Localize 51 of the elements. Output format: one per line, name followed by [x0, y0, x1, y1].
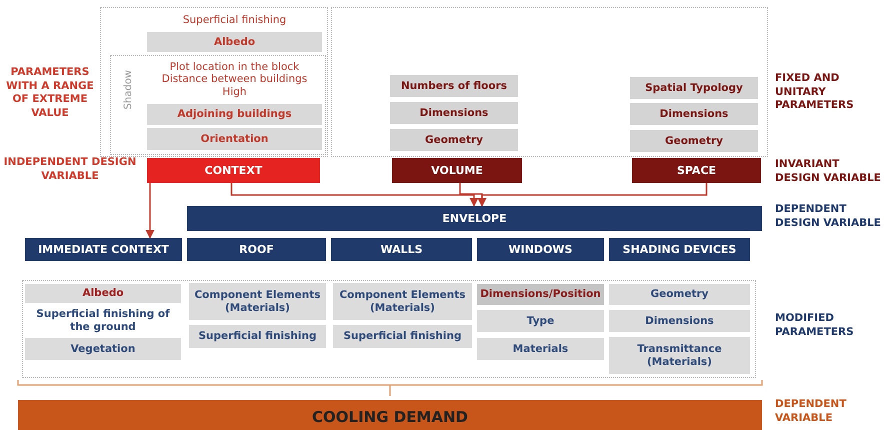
side-label: PARAMETERS WITH A RANGE OF EXTREME VALUE	[5, 66, 95, 121]
dotted-frame	[22, 280, 756, 378]
variable-bar: SPACE	[632, 158, 761, 183]
parameter-box: Component Elements (Materials)	[189, 283, 326, 320]
parameter-box: Spatial Typology	[630, 77, 758, 99]
arrow	[146, 183, 154, 239]
parameter-box: Transmittance (Materials)	[609, 337, 750, 374]
side-label: DEPENDENT VARIABLE	[775, 398, 848, 426]
variable-bar: VOLUME	[392, 158, 522, 183]
dotted-frame	[331, 7, 768, 157]
variable-bar: WINDOWS	[477, 238, 604, 261]
variable-bar: ENVELOPE	[187, 206, 762, 231]
parameter-label: Plot location in the block	[170, 60, 300, 74]
parameter-box: Geometry	[609, 284, 750, 305]
parameter-box: Type	[477, 310, 604, 332]
variable-bar: CONTEXT	[147, 158, 320, 183]
parameter-label: Distance between buildings	[162, 73, 308, 86]
parameter-box: Superficial finishing	[189, 325, 326, 348]
side-label: INDEPENDENT DESIGN VARIABLE	[2, 156, 138, 184]
variable-bar: IMMEDIATE CONTEXT	[25, 238, 182, 261]
parameter-box: Albedo	[147, 32, 322, 52]
parameter-label: Superficial finishing of the ground	[25, 304, 181, 337]
parameter-box: Orientation	[147, 128, 322, 150]
parameter-box: Dimensions	[390, 102, 518, 124]
parameter-box: Vegetation	[25, 338, 181, 360]
variable-bar: ROOF	[187, 238, 326, 261]
side-label: FIXED AND UNITARY PARAMETERS	[775, 72, 855, 113]
parameter-box: Dimensions/Position	[477, 284, 604, 305]
side-label: MODIFIED PARAMETERS	[775, 312, 855, 340]
parameter-box: Superficial finishing	[333, 325, 472, 348]
parameter-label: Superficial finishing	[147, 10, 322, 30]
variable-bar: WALLS	[331, 238, 472, 261]
parameter-box: Geometry	[630, 130, 758, 152]
parameter-box: Adjoining buildings	[147, 104, 322, 125]
group-label: Shadow	[123, 70, 135, 110]
result-bar: COOLING DEMAND	[18, 400, 762, 430]
parameter-box: Numbers of floors	[390, 75, 518, 97]
side-label: INVARIANT DESIGN VARIABLE	[775, 158, 882, 186]
dotted-frame	[110, 55, 326, 155]
arrow	[230, 183, 478, 207]
parameter-box: Dimensions	[609, 310, 750, 332]
side-label: DEPENDENT DESIGN VARIABLE	[775, 203, 882, 230]
variable-bar: SHADING DEVICES	[609, 238, 750, 261]
parameter-box: Materials	[477, 338, 604, 360]
dotted-frame	[100, 7, 328, 157]
arrow	[478, 183, 708, 207]
parameter-box: Albedo	[25, 284, 181, 303]
parameter-box: Component Elements (Materials)	[333, 283, 472, 320]
parameter-label: High	[222, 86, 247, 98]
parameter-box: Dimensions	[630, 103, 758, 125]
parameter-box: Geometry	[390, 129, 518, 151]
